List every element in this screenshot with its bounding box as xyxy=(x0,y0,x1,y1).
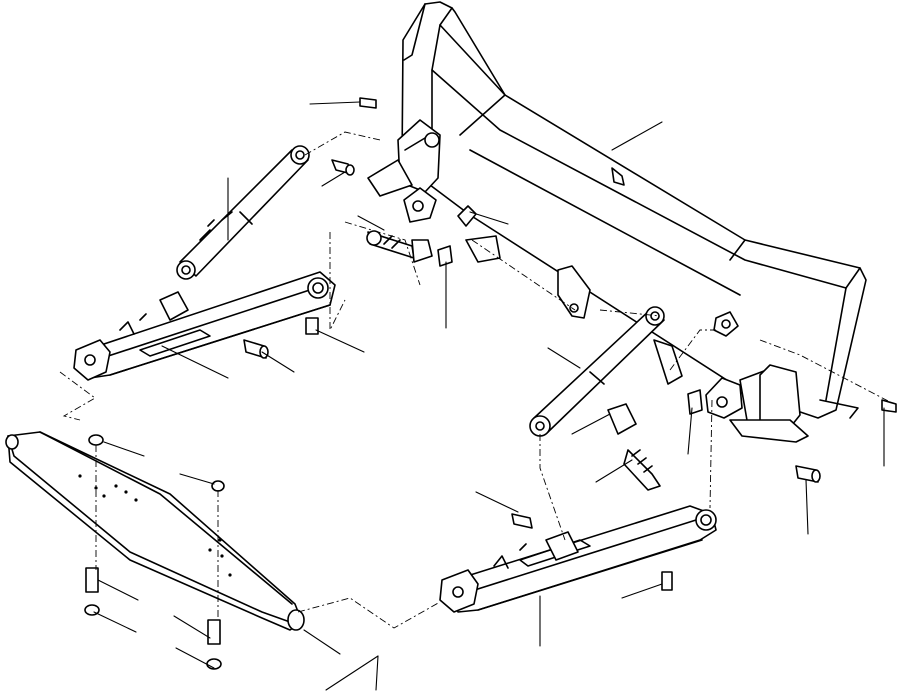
push-arm-right xyxy=(439,505,717,613)
mounting-frame xyxy=(5,431,305,631)
small-parts-right xyxy=(511,339,897,591)
blade-pivot-lug xyxy=(557,265,739,337)
push-arm-left xyxy=(73,271,336,381)
lift-cylinder-right xyxy=(529,306,665,437)
dozer-blade xyxy=(401,1,867,419)
frame-hardware xyxy=(84,434,225,670)
lift-cylinder-left xyxy=(176,145,310,280)
blade-bracket-left xyxy=(367,119,441,223)
blade-bracket-right xyxy=(705,364,809,443)
small-parts-left xyxy=(243,97,501,359)
leader-lines xyxy=(93,101,885,691)
assembly-center-lines xyxy=(59,131,891,629)
tilt-cylinder-left xyxy=(366,230,433,263)
